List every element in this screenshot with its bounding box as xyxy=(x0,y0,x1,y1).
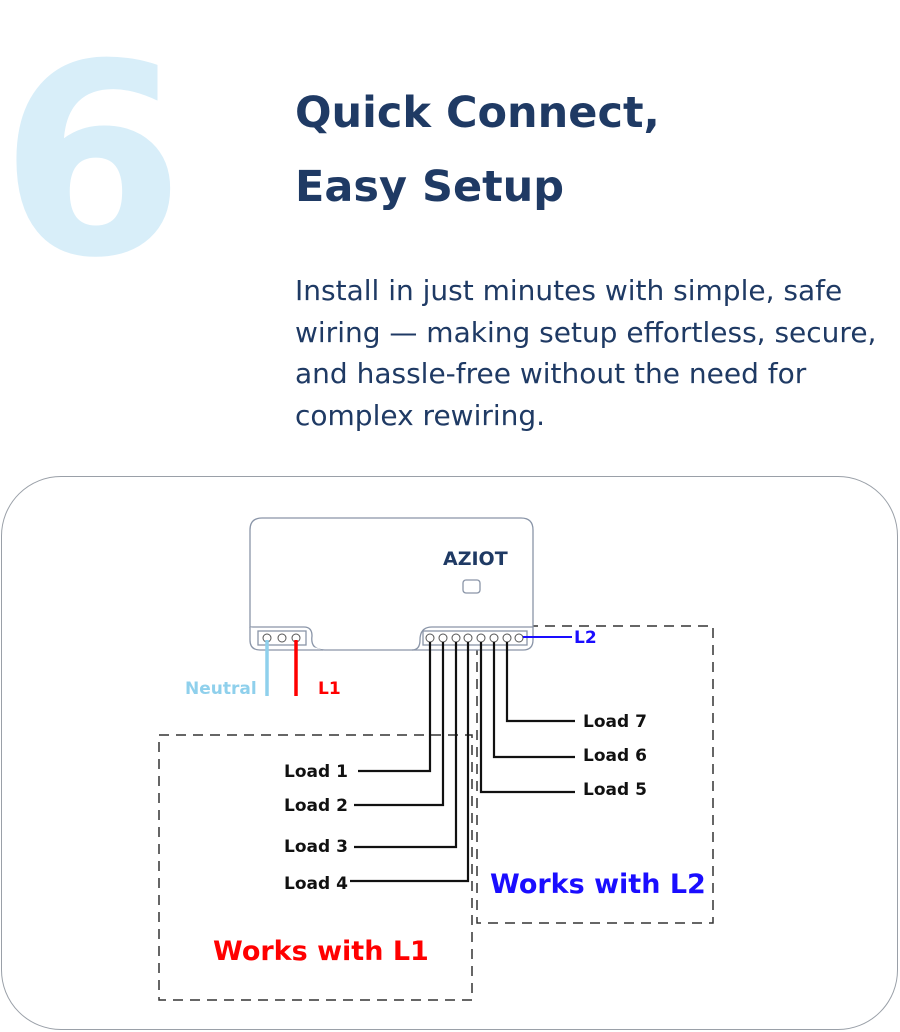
description: Install in just minutes with simple, saf… xyxy=(295,274,877,432)
wiring-diagram-card xyxy=(1,476,898,1030)
load-7-label: Load 7 xyxy=(583,712,647,732)
load-6-label: Load 6 xyxy=(583,746,647,766)
group-l1-label: Works with L1 xyxy=(213,936,429,967)
title-line-1: Quick Connect, xyxy=(295,88,660,138)
page-title: Quick Connect, Easy Setup xyxy=(295,76,660,224)
l2-label: L2 xyxy=(574,628,597,648)
load-2-label: Load 2 xyxy=(284,796,348,816)
group-l2-box xyxy=(476,625,714,924)
neutral-label: Neutral xyxy=(185,679,257,699)
load-4-wire xyxy=(350,642,470,883)
load-1-label: Load 1 xyxy=(284,762,348,782)
load-5-wire xyxy=(479,642,575,794)
load-3-label: Load 3 xyxy=(284,837,348,857)
title-line-2: Easy Setup xyxy=(295,162,565,212)
brand-logo: AZIOT xyxy=(443,548,508,570)
load-4-label: Load 4 xyxy=(284,874,348,894)
group-l2-label: Works with L2 xyxy=(490,869,706,900)
load-2-wire xyxy=(354,642,445,807)
load-5-label: Load 5 xyxy=(583,780,647,800)
smart-switch-module xyxy=(249,517,534,651)
step-number: 6 xyxy=(0,8,184,316)
load-6-wire xyxy=(492,642,575,759)
load-1-wire xyxy=(358,642,432,773)
load-7-wire xyxy=(505,642,575,723)
load-3-wire xyxy=(354,642,458,849)
l1-label: L1 xyxy=(318,679,341,699)
group-l1-box xyxy=(158,734,473,1001)
